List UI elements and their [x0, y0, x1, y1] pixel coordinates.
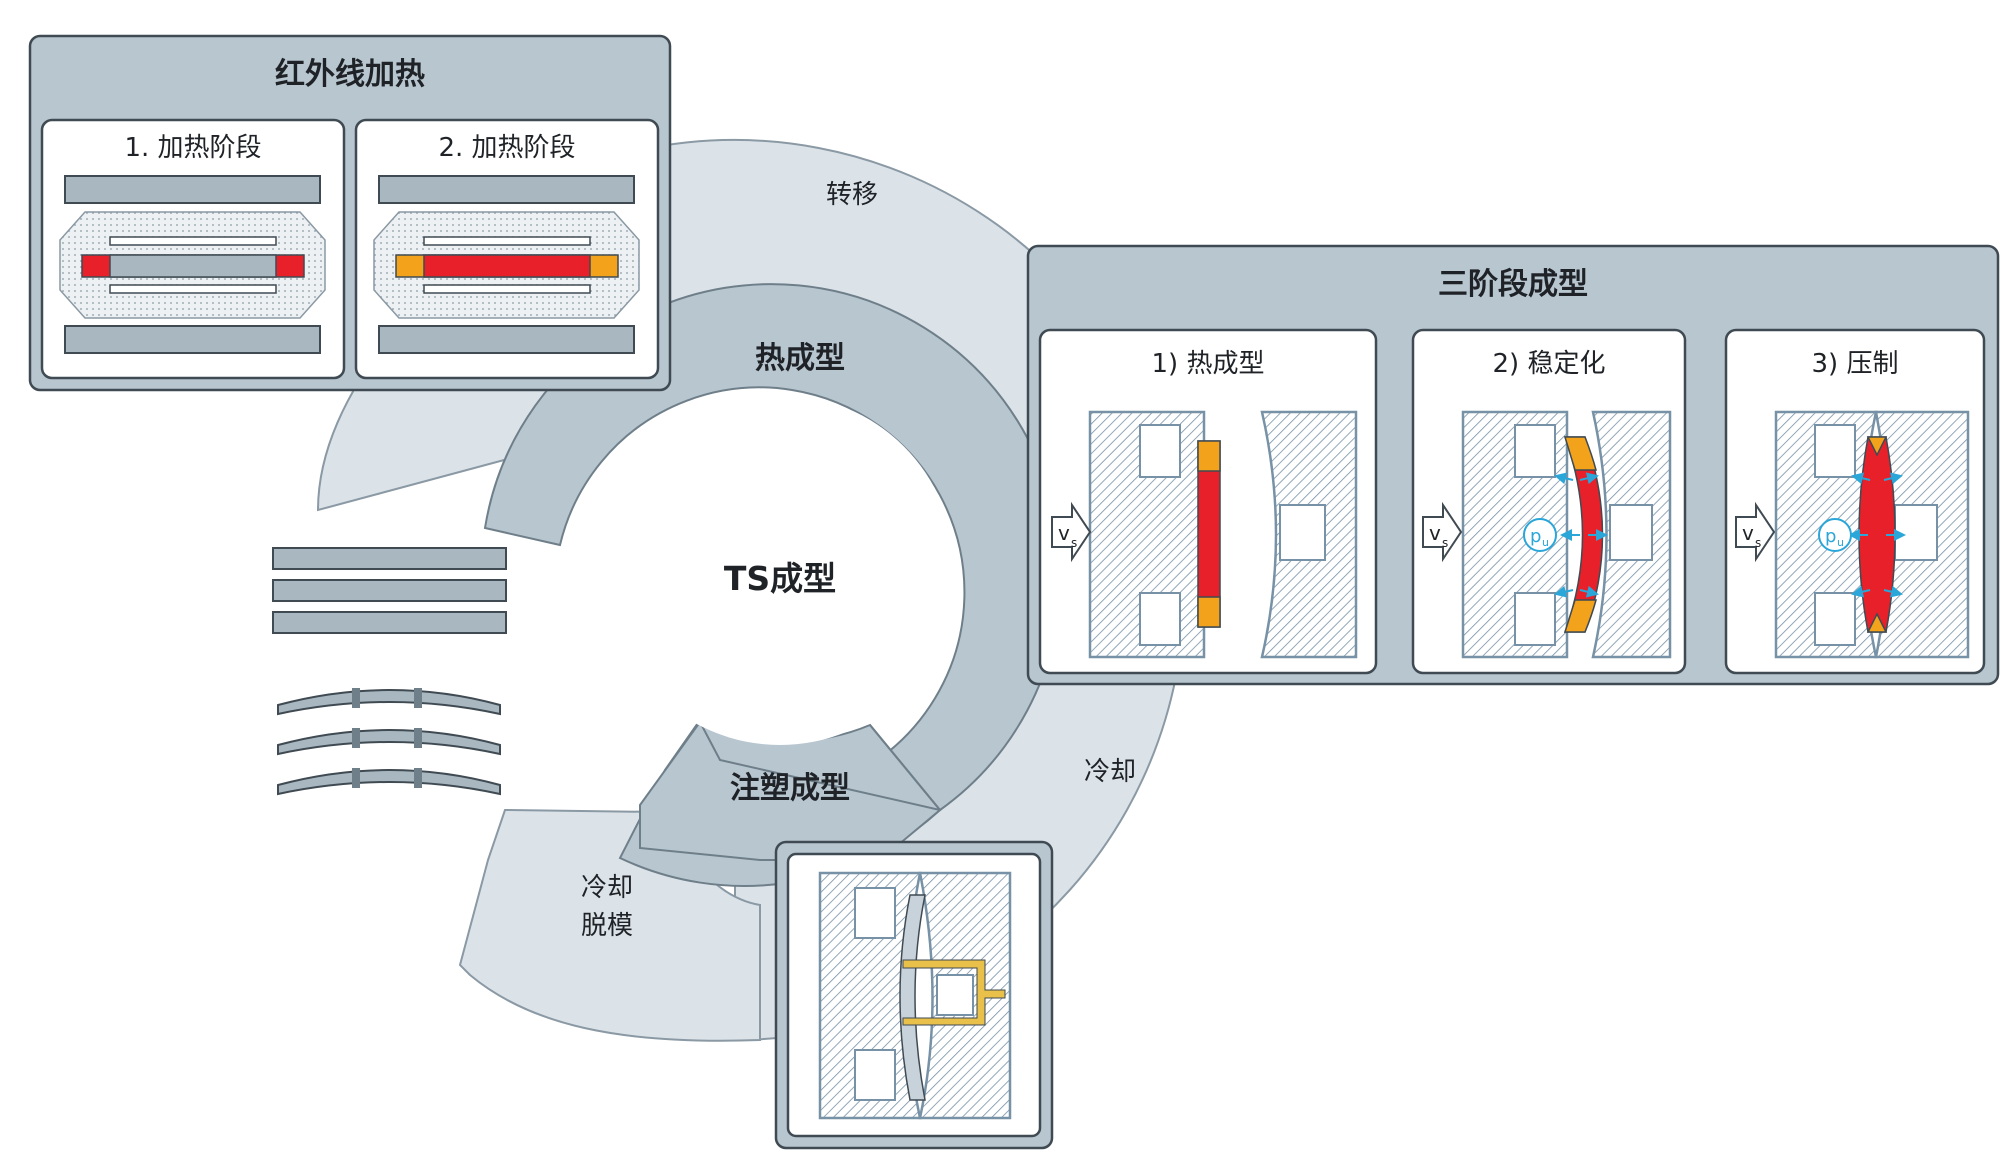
segment-divider	[869, 724, 941, 811]
pressure-symbol: p	[1530, 526, 1541, 547]
velocity-subscript: s	[1071, 536, 1077, 550]
heating-stage-1: 1. 加热阶段	[40, 118, 346, 380]
heating-stage-1-label: 1. 加热阶段	[124, 133, 261, 163]
injection-channel	[902, 959, 1006, 1026]
pressure-symbol: p	[1825, 526, 1836, 547]
upper-heater-plate	[378, 175, 635, 204]
pressure-indicator	[1523, 518, 1557, 552]
formed-part-in-mold	[899, 894, 926, 1101]
velocity-arrow	[1735, 501, 1776, 563]
forming-stage-1: 1) 热成型 v s	[1038, 328, 1378, 675]
formed-part	[277, 688, 501, 716]
pressure-arrows	[1848, 472, 1906, 598]
formed-part	[277, 728, 501, 756]
heating-stage-2: 2. 加热阶段	[354, 118, 660, 380]
velocity-subscript: s	[1755, 536, 1761, 550]
velocity-symbol: v	[1742, 521, 1754, 545]
injection-arrow-head	[639, 720, 943, 861]
upper-heater-plate	[64, 175, 321, 204]
lower-heater-plate	[64, 325, 321, 354]
injection-molding-label: 注塑成型	[730, 771, 850, 806]
transfer-label: 转移	[826, 180, 878, 210]
forming-stage-1-label: 1) 热成型	[1152, 349, 1265, 379]
sheet-core-cold	[109, 254, 277, 278]
velocity-symbol: v	[1429, 521, 1441, 545]
velocity-symbol: v	[1058, 521, 1070, 545]
center-label: TS成型	[724, 559, 836, 598]
velocity-arrow	[1422, 501, 1463, 563]
thermoforming-label: 热成型	[755, 341, 845, 376]
formed-part	[277, 768, 501, 796]
injection-mold-panel	[774, 840, 1054, 1150]
three-stage-forming-panel: 三阶段成型 1) 热成型 v s 2) 稳定化	[1026, 244, 2000, 686]
forming-stage-3-label: 3) 压制	[1812, 349, 1899, 379]
cooling-demold-label-line2: 脱模	[581, 911, 633, 941]
flat-sheet	[272, 547, 507, 570]
pressure-subscript: u	[1837, 536, 1844, 549]
flat-sheet	[272, 579, 507, 602]
formed-parts	[277, 688, 501, 796]
infrared-panel-title: 红外线加热	[275, 57, 425, 92]
pressure-indicator	[1818, 518, 1852, 552]
forming-stage-3: 3) 压制 p u v s	[1724, 328, 1986, 675]
forming-stage-2: 2) 稳定化 p u v s	[1411, 328, 1687, 675]
lower-heater-plate	[378, 325, 635, 354]
three-stage-panel-title: 三阶段成型	[1438, 267, 1588, 302]
infrared-heating-panel: 红外线加热 1. 加热阶段 2. 加热阶段	[28, 34, 672, 392]
sheet-core-hot	[423, 254, 591, 278]
pressure-subscript: u	[1542, 536, 1549, 549]
cooling-demold-label-line1: 冷却	[581, 873, 633, 903]
velocity-subscript: s	[1442, 536, 1448, 550]
flat-sheet	[272, 611, 507, 634]
cooling-label: 冷却	[1084, 757, 1136, 787]
pressure-arrows	[1554, 472, 1608, 598]
velocity-arrow	[1051, 501, 1092, 563]
flat-sheets	[272, 547, 507, 634]
thermoforming-ring-segment	[483, 283, 1063, 812]
cycle-center	[605, 395, 955, 745]
forming-stage-2-label: 2) 稳定化	[1493, 349, 1606, 379]
heating-stage-2-label: 2. 加热阶段	[438, 133, 575, 163]
